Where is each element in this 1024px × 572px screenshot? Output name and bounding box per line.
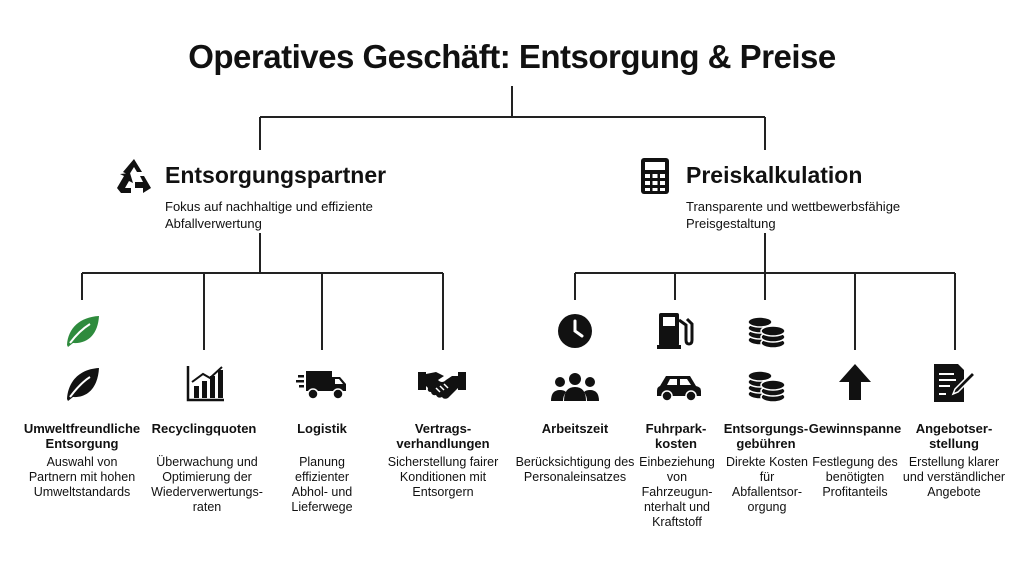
left-branch-connector [81, 233, 444, 350]
calculator-icon [641, 158, 669, 194]
item-desc-entsorgungsgebuehren: Direkte Kosten für Abfallentsor- orgung [726, 455, 808, 514]
coins-icon [747, 370, 786, 403]
item-label-logistik: Logistik [297, 421, 347, 436]
item-desc-logistik: Planung effizienter Abhol- und Lieferweg… [291, 455, 353, 514]
document-pen-icon [934, 364, 976, 402]
item-label-vertragsverhandlungen: Vertrags- verhandlungen [396, 421, 490, 451]
item-desc-gewinnspanne: Festlegung des benötigten Profitanteils [812, 455, 898, 499]
root-connector [259, 86, 766, 150]
item-label-umweltfreundliche-entsorgung: Umweltfreundliche Entsorgung [23, 421, 141, 451]
item-desc-umweltfreundliche-entsorgung: Auswahl von Partnern mit hohen Umweltsta… [28, 455, 136, 499]
item-desc-arbeitszeit: Berücksichtigung des Personaleinsatzes [515, 455, 635, 484]
car-icon [657, 376, 701, 402]
truck-icon [296, 371, 346, 400]
chart-icon [186, 366, 224, 402]
coins-icon [747, 316, 786, 349]
item-label-angebotserstellung: Angebotser- stellung [915, 421, 993, 451]
handshake-icon [418, 372, 466, 399]
fuel-pump-icon [657, 313, 694, 349]
item-label-arbeitszeit: Arbeitszeit [541, 421, 609, 436]
item-label-entsorgungsgebuehren: Entsorgungs- gebühren [723, 421, 809, 451]
leaf-icon [67, 368, 99, 401]
item-desc-recyclingquoten: Überwachung und Optimierung der Wiederve… [151, 455, 263, 514]
item-desc-fuhrparkkosten: Einbeziehung von Fahrzeugun- nterhalt un… [639, 455, 715, 529]
arrow-up-icon [839, 364, 871, 400]
leaf-icon [67, 316, 99, 347]
recycle-icon [117, 159, 151, 193]
branch-title-preiskalkulation: Preiskalkulation [686, 162, 863, 188]
item-label-fuhrparkkosten: Fuhrpark- kosten [645, 421, 707, 451]
branch-desc-preiskalkulation: Transparente und wettbewerbsfähige Preis… [686, 199, 901, 231]
users-icon [551, 373, 599, 401]
right-branch-connector [574, 233, 956, 350]
clock-icon [558, 314, 592, 348]
branch-title-entsorgungspartner: Entsorgungspartner [165, 162, 387, 188]
item-label-recyclingquoten: Recyclingquoten [151, 421, 257, 436]
item-desc-angebotserstellung: Erstellung klarer und verständlicher Ang… [902, 455, 1006, 499]
branch-desc-entsorgungspartner: Fokus auf nachhaltige und effiziente Abf… [165, 199, 373, 231]
diagram-title: Operatives Geschäft: Entsorgung & Preise [188, 38, 836, 75]
item-label-gewinnspanne: Gewinnspanne [808, 421, 902, 436]
item-desc-vertragsverhandlungen: Sicherstellung fairer Konditionen mit En… [387, 455, 499, 499]
